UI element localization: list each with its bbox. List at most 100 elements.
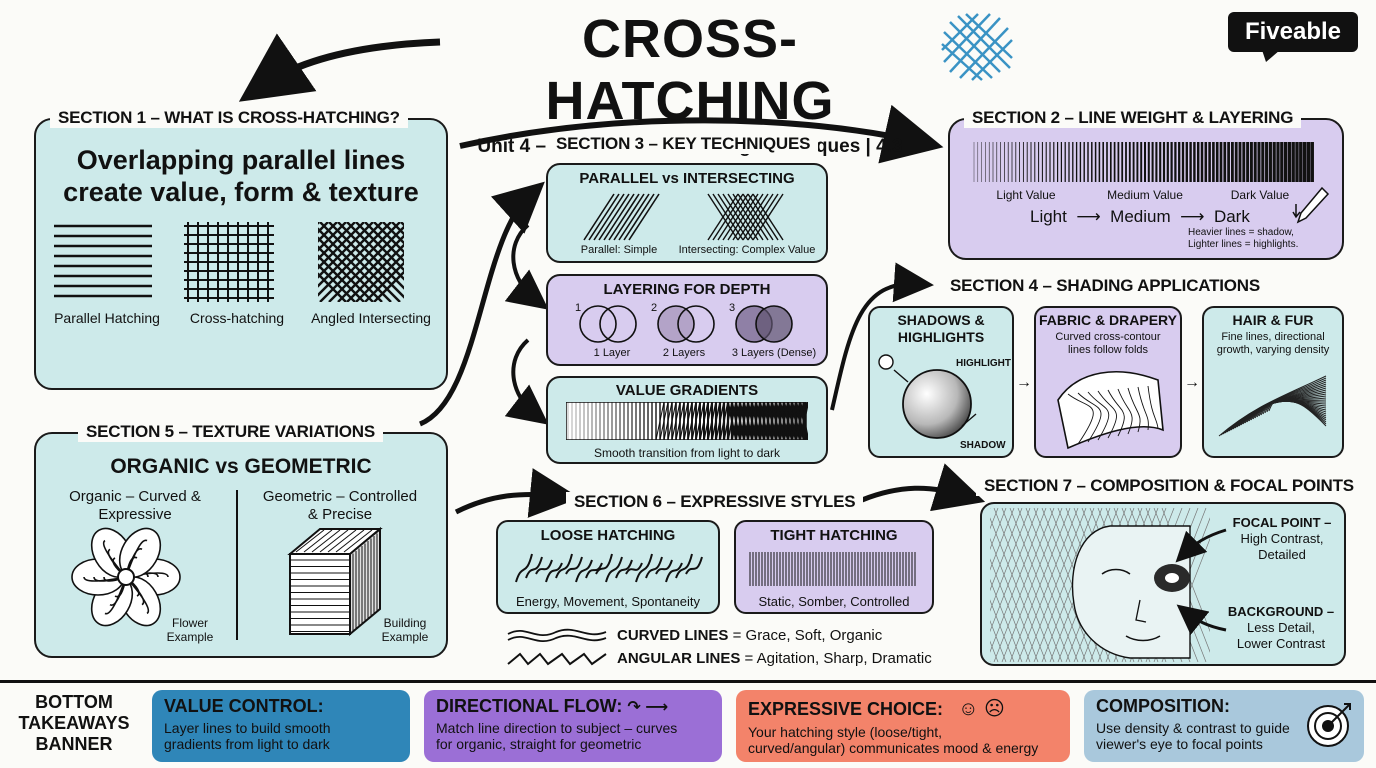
shaded-sphere-icon (878, 354, 977, 439)
headline-line-2: create value, form & texture (63, 177, 419, 207)
flower-example-label: Flower Example (160, 616, 220, 644)
takeaway-desc-line-1: Use density & contrast to guide (1096, 720, 1290, 736)
bg-line-3: Lower Contrast (1236, 636, 1326, 651)
section-1-headline: Overlapping parallel lines create value,… (34, 144, 448, 208)
focal-line-2: High Contrast, (1240, 531, 1324, 546)
takeaway-desc: Your hatching style (loose/tight, curved… (748, 724, 1058, 756)
fiveable-logo[interactable]: Fiveable (1228, 12, 1358, 52)
takeaway-title: DIRECTIONAL FLOW: ↷ ⟶ (436, 696, 710, 717)
takeaway-title: COMPOSITION: (1096, 696, 1230, 716)
section-3-title: SECTION 3 – KEY TECHNIQUES (548, 134, 819, 154)
focal-line-3: Detailed (1258, 547, 1306, 562)
label-angled-intersecting: Angled Intersecting (311, 310, 431, 326)
pen-icon (1292, 186, 1330, 224)
angular-lines-value: = Agitation, Sharp, Dramatic (744, 650, 932, 667)
section-4-title: SECTION 4 – SHADING APPLICATIONS (942, 276, 1269, 296)
portrait-sketch (990, 508, 1210, 662)
arrow-s5-to-s6 (454, 468, 580, 518)
hatching-samples (54, 222, 404, 302)
target-icon (1307, 703, 1351, 747)
logo-tail-icon (1262, 50, 1280, 62)
flow-light: Light (1030, 207, 1067, 226)
banner-label-line-1: BOTTOM (35, 692, 113, 712)
headline-line-1: Overlapping parallel lines (76, 145, 406, 175)
takeaway-desc-line-1: Match line direction to subject – curves (436, 720, 678, 736)
parallel-vs-intersecting-title: PARALLEL vs INTERSECTING (579, 170, 795, 187)
tight-hatching-title: TIGHT HATCHING (770, 527, 898, 544)
drapery-icon (1057, 371, 1164, 450)
curved-lines-value: = Grace, Soft, Organic (732, 627, 883, 644)
highlight-label: HIGHLIGHT (956, 358, 1011, 369)
section-2-panel (948, 118, 1344, 260)
value-gradient-bar (566, 402, 808, 440)
intersecting-complex-caption: Intersecting: Complex Value (678, 244, 816, 256)
organic-line-1: Organic – Curved & (69, 488, 201, 505)
flow-arrow-1: ⟶ (1071, 207, 1106, 226)
parallel-vs-intersecting-panel (546, 163, 828, 263)
page-title: CROSS-HATCHING (545, 9, 835, 131)
layer-caption-1: 1 Layer (593, 347, 631, 359)
building-example-label: Building Example (370, 616, 440, 644)
fabric-drapery-desc: Curved cross-contour lines follow folds (1034, 331, 1182, 357)
layer-caption-3: 3 Layers (Dense) (731, 347, 817, 359)
focal-line-1: FOCAL POINT – (1232, 515, 1332, 530)
section-7-title: SECTION 7 – COMPOSITION & FOCAL POINTS (976, 476, 1362, 496)
section-6-title: SECTION 6 – EXPRESSIVE STYLES (566, 492, 864, 512)
curve-arrow-icon: ↷ ⟶ (627, 699, 669, 716)
flower-line-2: Example (166, 630, 214, 644)
takeaway-title: VALUE CONTROL: (164, 696, 324, 716)
banner-label-line-3: BANNER (35, 734, 113, 754)
arrow-shadows-to-fabric: → (1016, 374, 1032, 391)
bg-line-2: Less Detail, (1247, 620, 1315, 635)
fabric-desc-line-1: Curved cross-contour (1055, 331, 1161, 343)
flow-dark: Dark (1213, 207, 1250, 226)
layer-number-3: 3 (728, 302, 736, 314)
fabric-desc-line-2: lines follow folds (1067, 344, 1149, 356)
flower-line-1: Flower (171, 616, 208, 630)
arrow-s3-to-s4 (830, 262, 934, 411)
takeaway-title-text: DIRECTIONAL FLOW: (436, 696, 623, 716)
geometric-line-2: & Precise (307, 506, 373, 523)
happy-sad-faces-icon: ☺ ☹ (958, 698, 1005, 720)
light-value-label: Light Value (996, 188, 1056, 202)
loose-hatching-title: LOOSE HATCHING (540, 527, 676, 544)
layer-number-1: 1 (574, 302, 582, 314)
arrow-s5-to-s3 (418, 181, 545, 427)
curved-angular-lines-icon (507, 628, 607, 666)
label-parallel-hatching: Parallel Hatching (54, 310, 160, 326)
arrow-fabric-to-hair: → (1184, 374, 1200, 391)
takeaway-desc: Use density & contrast to guide viewer's… (1096, 720, 1352, 752)
building-cube-icon (287, 526, 383, 637)
layering-venn-diagrams (579, 305, 793, 343)
crosshatch-logo-icon (941, 13, 1013, 81)
building-line-1: Building (383, 616, 427, 630)
section-1-title: SECTION 1 – WHAT IS CROSS-HATCHING? (50, 108, 408, 128)
tight-hatching-sample (749, 552, 916, 586)
organic-line-2: Expressive (98, 506, 172, 523)
label-cross-hatching: Cross-hatching (189, 310, 285, 326)
takeaway-desc: Match line direction to subject – curves… (436, 720, 710, 752)
section-2-title: SECTION 2 – LINE WEIGHT & LAYERING (964, 108, 1302, 128)
arrow-s1-to-s2 (459, 104, 944, 164)
parallel-simple-caption: Parallel: Simple (580, 244, 658, 256)
takeaway-desc-line-1: Your hatching style (loose/tight, (748, 724, 943, 740)
hair-desc-line-1: Fine lines, directional (1221, 331, 1325, 343)
arrow-s3b-to-s3c (504, 338, 549, 425)
dark-value-label: Dark Value (1230, 188, 1290, 202)
note-line-2: Lighter lines = highlights. (1188, 239, 1299, 250)
flower-icon (71, 527, 181, 627)
medium-value-label: Medium Value (1107, 188, 1183, 202)
takeaway-desc: Layer lines to build smooth gradients fr… (164, 720, 398, 752)
takeaway-value-control: VALUE CONTROL: Layer lines to build smoo… (152, 690, 548, 762)
hair-desc-line-2: growth, varying density (1216, 344, 1330, 356)
tight-hatching-caption: Static, Somber, Controlled (758, 594, 910, 609)
value-flow: Light ⟶ Medium ⟶ Dark (1030, 207, 1250, 227)
takeaway-desc-line-2: gradients from light to dark (164, 736, 330, 752)
value-gradients-caption: Smooth transition from light to dark (593, 446, 781, 460)
loose-hatching-sample (515, 553, 703, 583)
curved-lines-meaning: CURVED LINES = Grace, Soft, Organic (617, 627, 882, 644)
hair-fur-desc: Fine lines, directional growth, varying … (1202, 331, 1344, 357)
banner-divider (0, 680, 1376, 683)
loose-hatching-caption: Energy, Movement, Spontaneity (515, 594, 701, 609)
parallel-intersecting-samples (583, 193, 784, 241)
